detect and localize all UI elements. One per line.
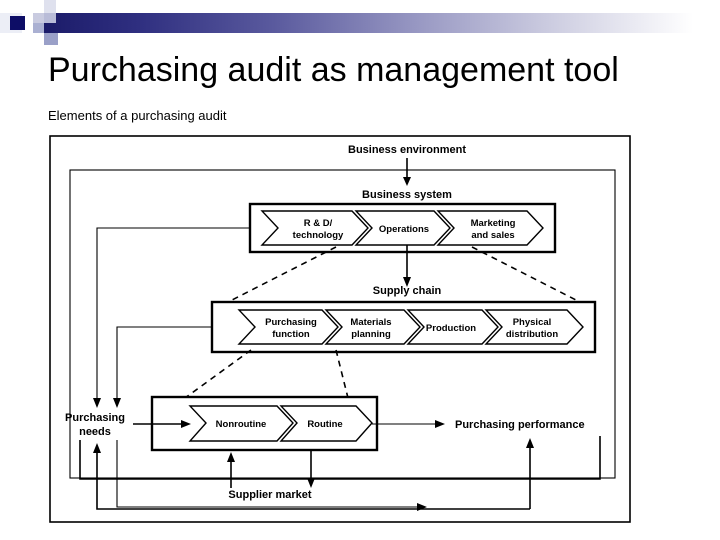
- dashed-connector-left-upper: [231, 246, 337, 301]
- chevron-label-materials-planning-line2: planning: [351, 329, 391, 340]
- feedback-loop-performance-to-needs: [79, 436, 601, 480]
- chevron-production: Production: [406, 309, 499, 345]
- chevron-label-routine: Routine: [307, 419, 342, 430]
- chevron-materials-planning: Materials planning: [324, 309, 421, 345]
- page-subtitle: Elements of a purchasing audit: [48, 108, 227, 123]
- arrow-business-system-to-supply-chain: [403, 245, 411, 287]
- chevron-physical-distribution: Physical distribution: [484, 309, 584, 345]
- chevron-r-and-d-technology: R & D/ technology: [260, 210, 369, 246]
- arrow-process-to-performance: [372, 420, 445, 428]
- dashed-connector-right-upper: [471, 246, 577, 301]
- chevron-purchasing-function: Purchasing function: [237, 309, 339, 345]
- chevron-nonroutine: Nonroutine: [188, 405, 294, 442]
- label-supplier-market: Supplier market: [228, 489, 311, 501]
- chevron-label-production: Production: [426, 323, 476, 334]
- dashed-connector-right-lower: [335, 349, 349, 399]
- chevron-label-purchasing-function-line2: function: [272, 329, 310, 340]
- business-system-frame: [69, 169, 616, 479]
- chevron-routine: Routine: [279, 405, 373, 442]
- label-purchasing-needs-line1: Purchasing: [65, 412, 125, 424]
- square-mid-1: [33, 13, 44, 23]
- page-title: Purchasing audit as management tool: [48, 51, 619, 89]
- label-business-environment: Business environment: [348, 144, 466, 156]
- label-supply-chain: Supply chain: [373, 285, 442, 297]
- chevron-label-marketing-line1: Marketing: [471, 218, 516, 229]
- chevron-label-purchasing-function-line1: Purchasing: [265, 317, 317, 328]
- square-cover-left: [0, 0, 10, 13]
- arrow-process-to-supplier-market: [307, 450, 315, 488]
- feedback-loop-bottom-to-needs: [93, 443, 530, 510]
- feed-line-supply-chain-to-needs: [113, 326, 212, 408]
- chevron-label-physical-distribution-line2: distribution: [506, 329, 558, 340]
- label-purchasing-performance: Purchasing performance: [455, 419, 585, 431]
- chevron-label-physical-distribution-line1: Physical: [513, 317, 552, 328]
- chevron-label-nonroutine: Nonroutine: [216, 419, 267, 430]
- feed-line-business-system-to-needs: [93, 227, 250, 408]
- square-light-1: [22, 0, 44, 13]
- chevron-label-r-and-d-line2: technology: [293, 230, 344, 241]
- chevron-marketing-and-sales: Marketing and sales: [436, 210, 544, 246]
- square-mid-2: [33, 23, 44, 33]
- square-dark-small: [10, 16, 25, 30]
- chevron-label-materials-planning-line1: Materials: [350, 317, 391, 328]
- chevron-label-r-and-d-line1: R & D/: [304, 218, 333, 229]
- dashed-connector-left-lower: [184, 349, 252, 399]
- label-purchasing-needs-line2: needs: [79, 426, 111, 438]
- arrow-needs-to-purchasing-process: [133, 420, 191, 428]
- header-decoration-band: [0, 0, 720, 46]
- square-low: [44, 33, 58, 45]
- feedback-loop-bottom-to-performance: [526, 438, 534, 509]
- chevron-label-operations: Operations: [379, 224, 429, 235]
- chevron-label-marketing-line2: and sales: [471, 230, 514, 241]
- square-mid-3: [44, 13, 56, 23]
- square-mid-4: [25, 33, 44, 45]
- arrow-environment-to-system: [403, 158, 411, 186]
- square-light-2: [44, 0, 56, 13]
- gradient-bar: [44, 13, 720, 33]
- chevron-operations: Operations: [354, 210, 451, 246]
- label-business-system: Business system: [362, 189, 452, 201]
- arrow-supplier-market-to-process: [227, 452, 235, 488]
